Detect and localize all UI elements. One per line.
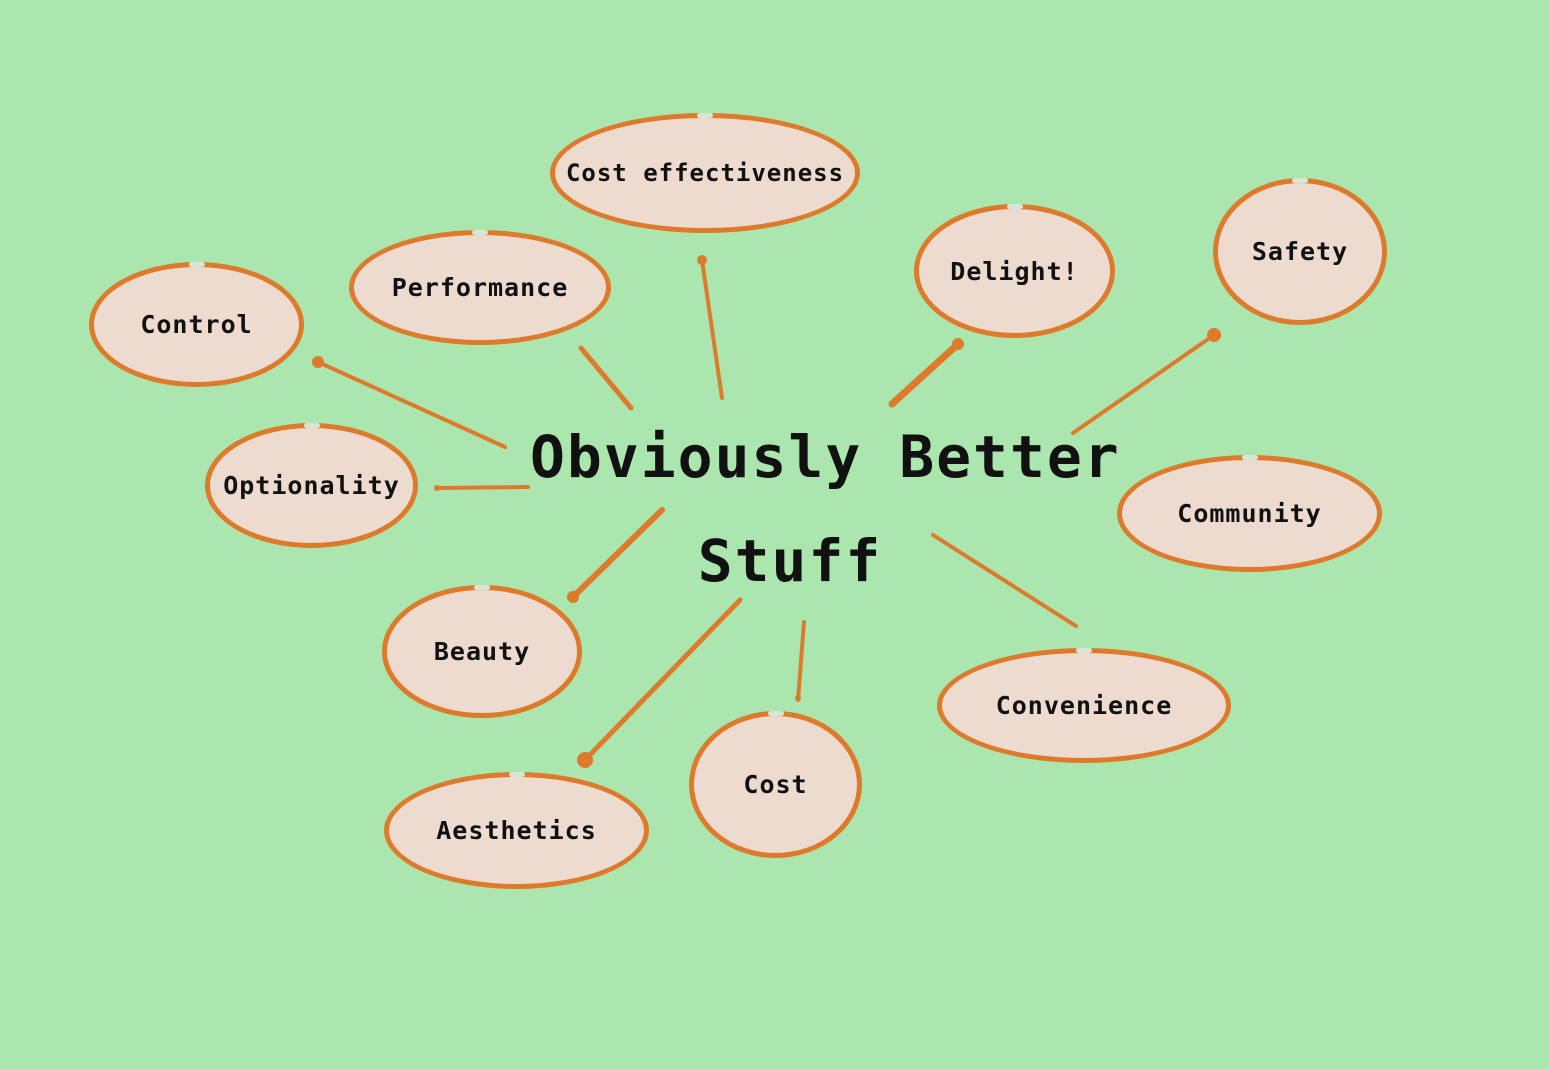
- connector-aesthetics: [582, 597, 743, 763]
- node-safety-label: Safety: [1251, 237, 1349, 266]
- node-cost-effectiveness-label: Cost effectiveness: [565, 159, 845, 187]
- node-cost-label: Cost: [743, 770, 808, 799]
- connector-optionality: [435, 485, 530, 490]
- connector-optionality-end-dot: [434, 485, 440, 491]
- node-control: Control: [89, 262, 304, 387]
- node-community: Community: [1117, 455, 1382, 572]
- node-cost: Cost: [689, 711, 862, 858]
- connector-aesthetics-end-dot: [577, 752, 593, 768]
- node-aesthetics: Aesthetics: [384, 772, 649, 889]
- connector-beauty-end-dot: [567, 591, 579, 603]
- connector-beauty: [570, 507, 665, 600]
- connector-cost-effectiveness: [700, 258, 724, 400]
- node-aesthetics-label: Aesthetics: [436, 816, 597, 845]
- connector-performance: [578, 345, 634, 411]
- node-convenience-label: Convenience: [995, 691, 1173, 720]
- node-community-label: Community: [1177, 499, 1322, 528]
- node-delight-label: Delight!: [950, 256, 1079, 286]
- node-optionality: Optionality: [205, 423, 418, 548]
- node-safety: Safety: [1213, 178, 1387, 325]
- connector-convenience: [931, 533, 1078, 628]
- node-delight: Delight!: [914, 204, 1115, 338]
- node-cost-effectiveness: Cost effectiveness: [550, 113, 860, 233]
- node-beauty-label: Beauty: [433, 637, 531, 666]
- node-control-label: Control: [140, 310, 253, 339]
- connector-delight: [888, 340, 962, 408]
- central-topic-line-2: Stuff: [697, 527, 883, 595]
- central-topic: Obviously Better Stuff: [530, 405, 1121, 613]
- connectors: [312, 255, 1221, 768]
- connector-delight-end-dot: [952, 338, 964, 350]
- connector-safety: [1071, 333, 1216, 435]
- node-performance: Performance: [349, 230, 611, 345]
- connector-cost-effectiveness-end-dot: [697, 255, 707, 265]
- connector-control-end-dot: [312, 356, 324, 368]
- central-topic-line-1: Obviously Better: [530, 423, 1121, 491]
- connector-cost: [796, 620, 806, 702]
- node-performance-label: Performance: [391, 273, 569, 302]
- connector-safety-end-dot: [1207, 328, 1221, 342]
- node-convenience: Convenience: [937, 648, 1231, 763]
- connector-control: [316, 360, 507, 449]
- node-beauty: Beauty: [382, 585, 582, 718]
- connector-cost-end-dot: [795, 695, 801, 701]
- node-optionality-label: Optionality: [223, 471, 400, 500]
